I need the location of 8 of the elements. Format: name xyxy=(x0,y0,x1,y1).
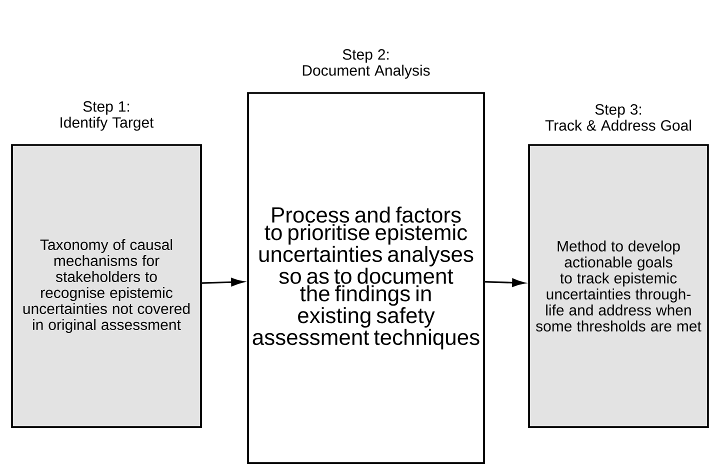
step-heading: Step 3: Track & Address Goal xyxy=(545,104,691,131)
process-box: Process and factors to prioritise epistemic uncertainties analyses so as to document the findings in existing safety assessment techniques xyxy=(247,92,485,464)
step-heading: Step 1: Identify Target xyxy=(60,101,154,131)
arrow xyxy=(202,278,244,286)
process-box: Taxonomy of causal mechanisms for stakeholders to recognise epistemic uncertainties not covered in original assessment xyxy=(11,144,202,428)
arrow xyxy=(484,278,525,287)
process-box: Method to develop actionable goals to track epistemic uncertainties through-life and address when some thresholds are met xyxy=(528,144,709,428)
step-heading: Step 2: Document Analysis xyxy=(302,49,430,79)
